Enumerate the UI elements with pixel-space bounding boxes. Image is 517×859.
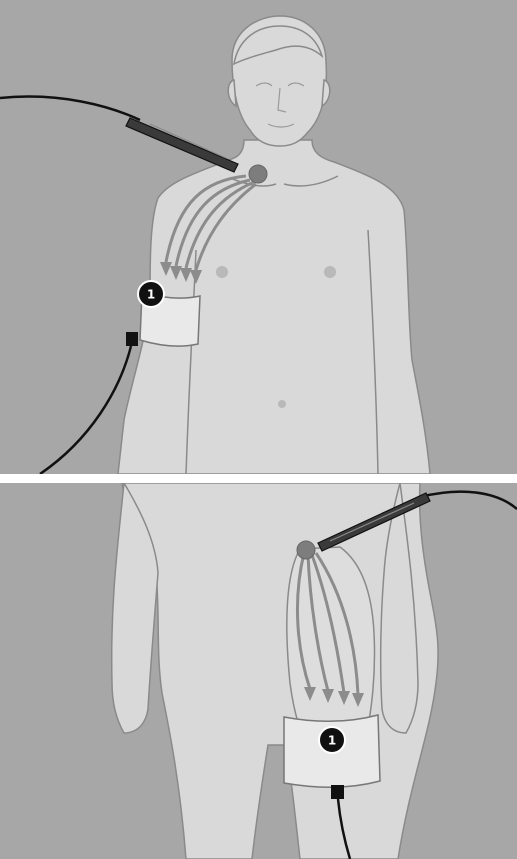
nipple-left — [216, 266, 228, 278]
groin-stimulus-point — [297, 541, 315, 559]
thigh-cuff-connector — [331, 785, 344, 799]
arm-cuff-marker: 1 — [138, 281, 164, 307]
thigh-cuff-marker: 1 — [319, 727, 345, 753]
arm-cuff-connector — [126, 332, 138, 346]
nipple-right — [324, 266, 336, 278]
panel-divider — [0, 474, 517, 483]
arm-cuff-marker-label: 1 — [147, 288, 155, 302]
panel-upper-body: 1 — [0, 0, 517, 474]
panel-lower-body: 1 — [0, 483, 517, 859]
navel — [278, 400, 286, 408]
panel-upper-body-illustration: 1 — [0, 0, 517, 474]
thigh-cuff-marker-label: 1 — [328, 734, 336, 748]
panel-lower-body-illustration: 1 — [0, 483, 517, 859]
neck-stimulus-point — [249, 165, 267, 183]
